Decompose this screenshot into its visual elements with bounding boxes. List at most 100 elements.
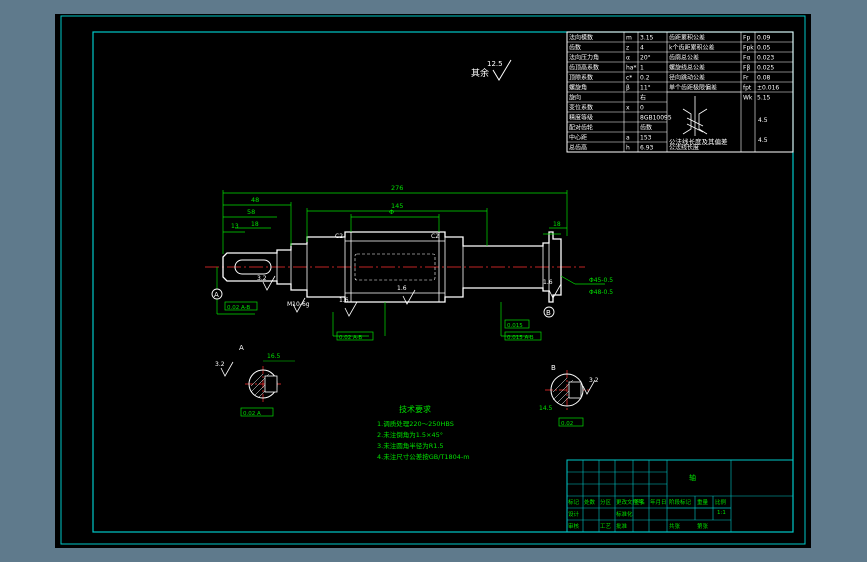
title-cell: 第张	[697, 522, 709, 530]
tolerance-symbol: Fα	[743, 55, 750, 62]
dim-callout-right: Φ45-0.5	[589, 277, 613, 284]
param-label: 顶隙系数	[569, 74, 593, 82]
rough-1: 1.6	[339, 297, 349, 304]
param-value: 11°	[640, 85, 651, 92]
svg-text:B: B	[546, 309, 551, 317]
tolerance-value: 0.09	[757, 35, 771, 42]
section-left-dim: 16.5	[267, 353, 281, 360]
notes-title: 技术要求	[399, 404, 431, 414]
param-value: 4	[640, 45, 644, 52]
param-label: 精度等级	[569, 114, 593, 122]
param-label: 齿数	[569, 44, 581, 52]
param-symbol: α	[626, 55, 630, 62]
technical-notes: 技术要求 1.调质处理220～250HBS 2.未注倒角为1.5×45° 3.未…	[377, 404, 470, 461]
section-right-rough: 3.2	[589, 377, 599, 384]
title-scale: 1:1	[717, 510, 726, 516]
svg-text:0.02 A-B: 0.02 A-B	[339, 335, 362, 341]
tolerance-value: 0.05	[757, 45, 771, 52]
outer-frame	[60, 15, 806, 545]
dim-thread: M10-6g	[287, 301, 310, 308]
tolerance-label: 径向跳动公差	[669, 74, 705, 82]
tolerance-value: 5.15	[757, 95, 771, 102]
svg-text:0.015: 0.015	[507, 323, 523, 329]
title-cell: 标准化	[616, 510, 633, 518]
svg-text:0.015 A-B: 0.015 A-B	[507, 335, 534, 341]
param-label: 螺旋角	[569, 84, 587, 92]
param-value: 0	[640, 105, 644, 112]
tolerance-value: 0.025	[757, 65, 774, 72]
dim-step-a: 13	[231, 223, 239, 230]
title-cell: 审核	[568, 522, 580, 530]
tolerance-value: ±0.016	[757, 85, 779, 92]
title-cell: 标记	[568, 498, 580, 506]
dim-callout-right-2: Φ48-0.5	[589, 289, 613, 296]
detail-caption: 公法线长度及其偏差	[669, 137, 728, 146]
keyway-gear	[354, 253, 436, 281]
param-value: 右	[640, 94, 646, 102]
title-cell: 年月日	[650, 498, 667, 506]
title-cell: 工艺	[600, 523, 612, 530]
section-left-mark: A	[239, 344, 244, 352]
dim-gear: 145	[391, 202, 403, 210]
param-label: 齿顶高系数	[569, 64, 599, 72]
param-label: 法向压力角	[569, 54, 599, 62]
tolerance-symbol: Fr	[743, 75, 749, 82]
param-symbol: m	[626, 35, 632, 42]
title-cell: 分区	[600, 498, 612, 506]
dim-chamfer-2: C2	[431, 233, 439, 240]
title-cell: 阶段标记	[669, 498, 692, 506]
shaft-main-view: 276 48 145 Φ 58 13 18 18 C2 C2 Φ45-0.5 Φ…	[205, 184, 613, 341]
title-cell: 批准	[616, 522, 628, 530]
param-symbol: c*	[626, 75, 632, 82]
dim-overall: 276	[391, 184, 403, 192]
title-part: 轴	[689, 473, 696, 482]
rough-4: 1.6	[543, 279, 553, 286]
param-symbol: β	[626, 85, 630, 92]
svg-text:A: A	[214, 291, 219, 299]
tolerance-frame-3: 0.015	[504, 319, 530, 329]
param-symbol: a	[626, 135, 630, 142]
inner-frame	[92, 31, 794, 533]
tolerance-symbol: Fpk	[743, 45, 754, 52]
param-value: 齿数	[640, 124, 652, 132]
side-value-2: 4.5	[758, 137, 768, 144]
tolerance-label: k个齿距累积公差	[669, 44, 714, 52]
tolerance-value: 0.023	[757, 55, 774, 62]
param-value: 153	[640, 135, 652, 142]
dim-step-c: 18	[553, 221, 561, 228]
tolerance-symbol: fpt	[743, 85, 752, 92]
title-cell: 比例	[715, 498, 727, 506]
dim-chamfer-1: C2	[335, 233, 343, 240]
section-left-tol: 0.02 A	[243, 411, 261, 417]
section-right-mark: B	[551, 364, 556, 372]
param-value: 6.93	[640, 145, 654, 152]
param-value: 0.2	[640, 75, 650, 82]
dim-gear-inner: Φ	[389, 208, 394, 216]
section-left: 16.5 3.2 0.02 A A	[215, 344, 295, 417]
param-symbol: x	[626, 105, 630, 112]
notes-line-3: 3.未注圆角半径为R1.5	[377, 441, 444, 450]
dim-key-left: 58	[247, 208, 255, 216]
rough-2: 1.6	[397, 285, 407, 292]
roughness-value: 12.5	[487, 60, 503, 68]
roughness-symbol	[492, 59, 512, 81]
svg-text:0.02 A-B: 0.02 A-B	[227, 305, 250, 311]
param-value: 20°	[640, 55, 651, 62]
tolerance-symbol: Fp	[743, 35, 750, 42]
keyway-left	[234, 259, 272, 275]
param-label: 配对齿轮	[569, 124, 593, 132]
tolerance-symbol: Fβ	[743, 65, 750, 72]
param-label: 法向模数	[569, 34, 593, 42]
param-label: 中心距	[569, 134, 587, 142]
section-right-tol: 0.02	[561, 421, 573, 427]
title-cell: 更改文件号	[616, 498, 644, 506]
title-block: 轴 标记处数分区更改文件号签名年月日设计标准化阶段标记重量比例审核工艺批准共张第…	[566, 459, 794, 533]
tolerance-symbol: Wk	[743, 95, 753, 102]
dim-step-b: 18	[251, 221, 259, 228]
tolerance-label: 螺旋线总公差	[669, 64, 705, 72]
title-cell: 处数	[584, 498, 596, 506]
datum-a: A	[211, 288, 223, 300]
